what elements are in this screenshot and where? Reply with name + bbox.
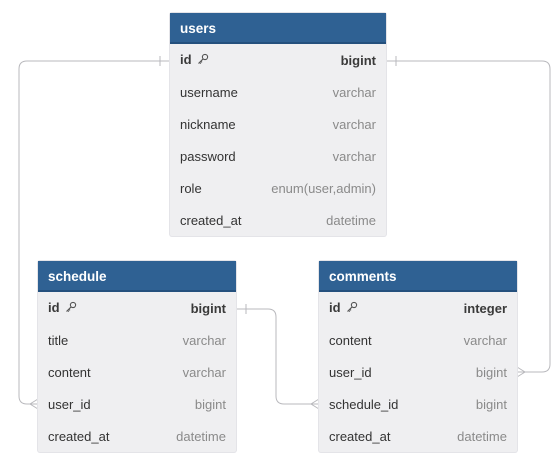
column-row-user-id[interactable]: user_id bigint [38, 388, 236, 420]
column-name: id [48, 300, 60, 315]
column-name: username [180, 84, 238, 100]
column-name-cell: id [329, 300, 358, 316]
column-name: user_id [48, 396, 91, 412]
table-schedule[interactable]: schedule id bigint title varchar content varch… [38, 261, 236, 452]
column-row-password[interactable]: password varchar [170, 140, 386, 172]
table-header-comments[interactable]: comments [319, 261, 517, 292]
column-name-cell: created_at [48, 429, 109, 444]
column-row-schedule-id[interactable]: schedule_id bigint [319, 388, 517, 420]
column-type: varchar [332, 116, 376, 132]
column-name-cell: password [180, 149, 236, 164]
column-type: varchar [332, 148, 376, 164]
column-name-cell: id [48, 300, 77, 316]
column-type: bigint [190, 300, 226, 316]
column-name-cell: username [180, 85, 238, 100]
column-row-id[interactable]: id integer [319, 292, 517, 324]
column-name-cell: user_id [48, 397, 91, 412]
column-name-cell: created_at [329, 429, 390, 444]
key-icon [65, 301, 77, 316]
column-name: content [329, 332, 372, 348]
table-users[interactable]: users id bigint username varchar nickname varc… [170, 13, 386, 236]
column-name: role [180, 180, 202, 196]
column-row-content[interactable]: content varchar [38, 356, 236, 388]
column-row-user-id[interactable]: user_id bigint [319, 356, 517, 388]
column-name-cell: schedule_id [329, 397, 398, 412]
column-name: nickname [180, 116, 236, 132]
column-type: integer [463, 300, 507, 316]
table-header-users[interactable]: users [170, 13, 386, 44]
many-marker [516, 366, 526, 378]
many-marker [310, 398, 320, 410]
column-row-id[interactable]: id bigint [170, 44, 386, 76]
column-name: created_at [329, 428, 391, 444]
column-type: datetime [326, 212, 376, 228]
column-name: password [180, 148, 236, 164]
column-type: varchar [463, 332, 507, 348]
column-type: bigint [475, 396, 507, 412]
column-name: title [48, 332, 69, 348]
column-type: datetime [176, 428, 226, 444]
column-type: bigint [340, 52, 376, 68]
many-marker [29, 398, 39, 410]
column-name-cell: created_at [180, 213, 241, 228]
column-name-cell: role [180, 181, 202, 196]
column-type: bigint [194, 396, 226, 412]
column-row-nickname[interactable]: nickname varchar [170, 108, 386, 140]
column-name: created_at [180, 212, 242, 228]
column-row-title[interactable]: title varchar [38, 324, 236, 356]
column-name: user_id [329, 364, 372, 380]
column-row-content[interactable]: content varchar [319, 324, 517, 356]
column-name-cell: content [48, 365, 91, 380]
column-name-cell: id [180, 52, 209, 68]
column-type: enum(user,admin) [271, 180, 376, 196]
column-name-cell: content [329, 333, 372, 348]
relation-schedule-comments[interactable] [236, 308, 319, 405]
column-row-username[interactable]: username varchar [170, 76, 386, 108]
column-name: id [329, 300, 341, 315]
column-name: created_at [48, 428, 110, 444]
column-name: id [180, 52, 192, 67]
column-row-created-at[interactable]: created_at datetime [38, 420, 236, 452]
column-row-id[interactable]: id bigint [38, 292, 236, 324]
column-name: content [48, 364, 91, 380]
column-type: datetime [457, 428, 507, 444]
column-name-cell: title [48, 333, 68, 348]
column-type: bigint [475, 364, 507, 380]
column-type: varchar [182, 364, 226, 380]
column-row-created-at[interactable]: created_at datetime [319, 420, 517, 452]
column-name-cell: nickname [180, 117, 236, 132]
column-type: varchar [332, 84, 376, 100]
column-name-cell: user_id [329, 365, 372, 380]
column-row-created-at[interactable]: created_at datetime [170, 204, 386, 236]
column-row-role[interactable]: role enum(user,admin) [170, 172, 386, 204]
column-name: schedule_id [329, 396, 399, 412]
key-icon [346, 301, 358, 316]
column-type: varchar [182, 332, 226, 348]
table-header-schedule[interactable]: schedule [38, 261, 236, 292]
key-icon [197, 53, 209, 68]
